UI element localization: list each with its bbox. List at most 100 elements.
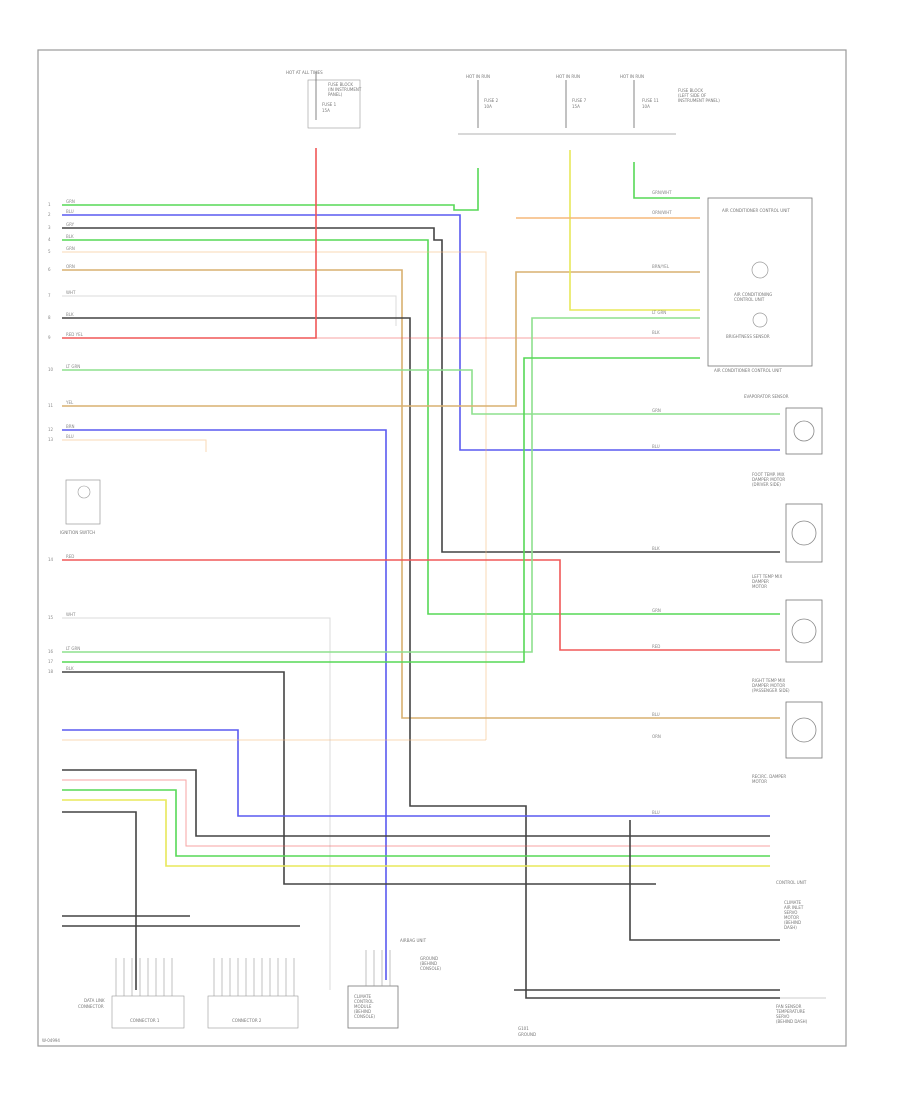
left-wire-label-0: GRN [66, 199, 75, 204]
right-actuator-icon [791, 717, 817, 743]
hot-run3-line3: INSTRUMENT PANEL) [678, 98, 720, 103]
left-pin-1: 1 [48, 202, 51, 207]
ignition-switch: IGNITION SWITCH [60, 479, 101, 535]
left-pin-6: 6 [48, 267, 51, 272]
left-wire-label-3: BLK [66, 234, 74, 239]
acu-footer: AIR CONDITIONER CONTROL UNIT [714, 368, 782, 373]
mode-actuator-line2: DAMPER [752, 579, 769, 584]
right-actuator-line1: RIGHT TEMP MIX [752, 678, 786, 683]
right-wire-label-0: GRN/WHT [652, 190, 672, 195]
right-wire-label-1: ORN/WHT [652, 210, 672, 215]
wire-black-5 [62, 811, 137, 990]
right-footer-line2: TEMPERATURE [775, 1009, 806, 1014]
acu-group: AIR CONDITIONER CONTROL UNIT AIR CONDITI… [707, 197, 813, 373]
ign-switch-title: IGNITION SWITCH [60, 530, 95, 535]
acu-box [707, 197, 813, 367]
wire-red-4 [62, 779, 770, 847]
hot-run3-line1: FUSE BLOCK [678, 88, 703, 93]
control-box-line3: MODULE [354, 1004, 372, 1009]
top-fuse-line2: (IN INSTRUMENT [328, 87, 362, 92]
left-pin-3: 3 [48, 225, 51, 230]
hot-run3-title: HOT IN RUN [620, 74, 644, 79]
control-box-line4: (BEHIND [354, 1009, 371, 1014]
wire-blue-top [62, 214, 780, 451]
wire-black-2 [62, 317, 780, 999]
right-wire-label-8: GRN [652, 608, 661, 613]
foot-actuator-icon [791, 520, 817, 546]
wire-tan-1 [62, 269, 780, 719]
hot-run2-amp: 15A [572, 104, 580, 109]
control-box [347, 985, 399, 1029]
left-wire-label-12: BLU [66, 434, 74, 439]
bottom-connectors: CONNECTOR 1 CONNECTOR 2 DATA LINK CONNEC… [78, 938, 536, 1037]
pin-labels-layer: 123456789101112131415161718GRNBLUGRYBLKG… [48, 190, 672, 815]
left-wire-label-1: BLU [66, 209, 74, 214]
wire-green-2 [62, 239, 780, 615]
tailgate-line5: (BEHIND [784, 920, 801, 925]
tailgate-line2: AIR INLET [784, 905, 804, 910]
wire-blue-2 [62, 429, 387, 980]
right-wire-label-9: RED [652, 644, 660, 649]
control-box-line5: CONSOLE) [354, 1014, 375, 1019]
top-fuse-group: HOT AT ALL TIMES FUSE BLOCK (IN INSTRUME… [286, 70, 362, 129]
right-actuator-box [785, 701, 823, 759]
hot-run2-label: FUSE 7 [572, 98, 587, 103]
left-wire-label-5: ORN [66, 264, 75, 269]
right-wire-label-11: ORN [652, 734, 661, 739]
wire-black-3 [62, 671, 656, 885]
right-footer-line1: FAN SENSOR [776, 1004, 802, 1009]
left-wire-label-15: LT GRN [66, 646, 80, 651]
left-pin-18: 18 [48, 669, 54, 674]
wire-green-top [62, 168, 479, 211]
tailgate-line6: DASH) [784, 925, 797, 930]
recirc-actuator-line1: RECIRC. DAMPER [752, 774, 786, 779]
c2-label: CONNECTOR 2 [232, 1018, 262, 1023]
right-footer-line3: SERVO [776, 1014, 789, 1019]
acu-line1: AIR CONDITIONING [734, 292, 772, 297]
left-wire-label-7: BLK [66, 312, 74, 317]
tailgate-line4: MOTOR [784, 915, 799, 920]
right-wire-label-6: BLU [652, 444, 660, 449]
foot-actuator-line3: (DRIVER SIDE) [752, 482, 781, 487]
left-wire-label-14: WHT [66, 612, 76, 617]
left-wire-label-10: YEL [65, 400, 74, 405]
left-pin-11: 11 [48, 403, 54, 408]
wire-red-mid [62, 559, 780, 651]
ground-box-line2: (BEHIND [420, 961, 437, 966]
left-pin-14: 14 [48, 557, 54, 562]
c2-box [207, 995, 299, 1029]
left-pin-9: 9 [48, 335, 51, 340]
ground-box-line1: GROUND [420, 956, 438, 961]
evap-sensor-box [785, 407, 823, 455]
left-wire-label-2: GRY [66, 222, 75, 227]
wire-green-fuse3 [633, 162, 700, 199]
wire-tan-acu [62, 271, 700, 407]
wire-red-top [62, 148, 317, 339]
footer-code: W-04994 [42, 1038, 60, 1043]
wire-black-top [62, 227, 780, 553]
control-box-line2: CONTROL [354, 999, 374, 1004]
wire-blue-3 [62, 729, 770, 817]
hot-run1-title: HOT IN RUN [466, 74, 490, 79]
wire-gray-1 [62, 295, 397, 326]
left-wire-label-6: WHT [66, 290, 76, 295]
top-fuse-box [307, 79, 361, 129]
c1-box [111, 995, 185, 1029]
mode-actuator-line3: MOTOR [752, 584, 767, 589]
top-fuse-title: HOT AT ALL TIMES [286, 70, 323, 75]
left-wire-label-16: BLK [66, 666, 74, 671]
hot-run3-amp: 10A [642, 104, 650, 109]
tailgate-line3: SERVO [784, 910, 797, 915]
evap-sensor-title: EVAPORATOR SENSOR [744, 394, 789, 399]
tailgate-title: CONTROL UNIT [776, 880, 807, 885]
wire-green-acu [62, 357, 700, 663]
right-actuator-line2: DAMPER MOTOR [752, 683, 785, 688]
evap-sensor-icon [793, 420, 815, 442]
mode-actuator-box [785, 599, 823, 663]
wire-black-4 [62, 769, 770, 837]
wire-yellow-4 [62, 799, 770, 867]
wire-orange-2 [62, 251, 487, 740]
right-wire-label-12: BLU [652, 810, 660, 815]
foot-actuator-box [785, 503, 823, 563]
